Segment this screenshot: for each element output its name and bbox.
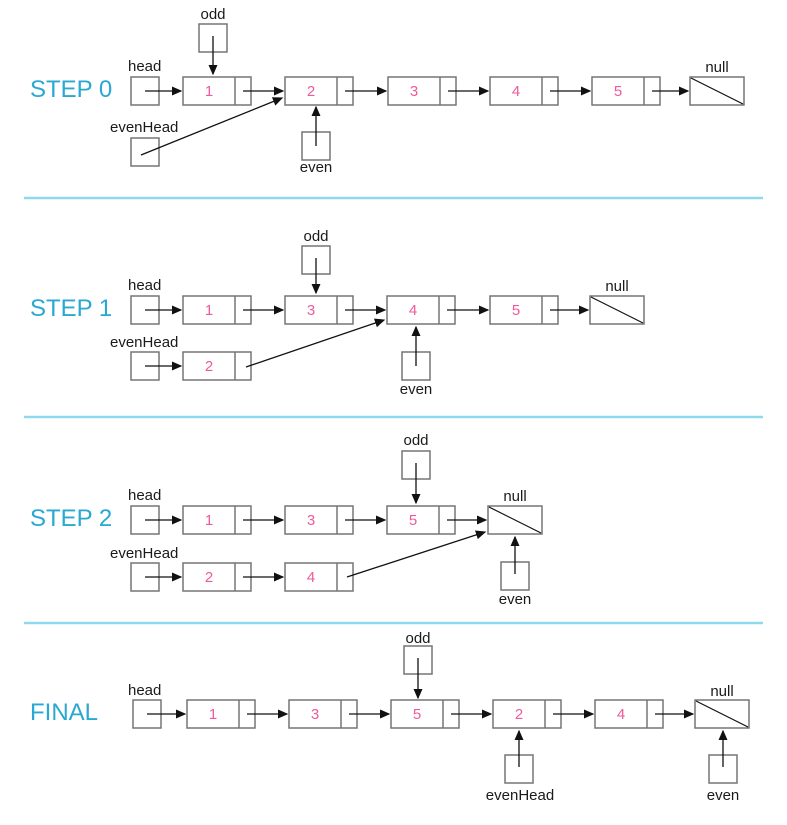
final-node4-value: 4 (617, 706, 625, 723)
step1-node1-value: 1 (205, 302, 213, 319)
step0-node3-value: 3 (410, 83, 418, 100)
final-null-label: null (710, 683, 733, 700)
final-node2-box (492, 699, 562, 729)
step1-arrow-node2-node4 (245, 318, 386, 368)
step1-label: STEP 1 (30, 295, 112, 322)
step0-head-label: head (128, 58, 161, 75)
step1-node1-box (182, 295, 252, 325)
step0-evenhead-label: evenHead (110, 119, 178, 136)
step2-node3-value: 3 (307, 512, 315, 529)
final-node2-value: 2 (515, 706, 523, 723)
step2-node3-box (284, 505, 354, 535)
step1-head-label: head (128, 277, 161, 294)
step0-section: STEP 0 head odd 1 2 3 4 5 null even (30, 6, 745, 176)
step2-node4-box (284, 562, 354, 592)
final-evenhead-label: evenHead (486, 787, 554, 804)
step2-section: STEP 2 head odd 1 3 5 null even evenHead… (30, 432, 543, 608)
step0-null-label: null (705, 59, 728, 76)
final-section: FINAL head odd 1 3 5 2 4 null evenHead (30, 630, 750, 804)
step2-evenhead-label: evenHead (110, 545, 178, 562)
step2-node2-box (182, 562, 252, 592)
step2-node2-value: 2 (205, 569, 213, 586)
step0-node1-value: 1 (205, 83, 213, 100)
step2-node5-box (386, 505, 456, 535)
step0-even-label: even (300, 159, 333, 176)
step0-node2-box (284, 76, 354, 106)
final-null-slash (695, 700, 749, 728)
step0-node4-box (489, 76, 559, 106)
final-node5-box (390, 699, 460, 729)
step0-evenhead-pointer-arrow (140, 97, 284, 156)
step0-node5-value: 5 (614, 83, 622, 100)
step1-evenhead-label: evenHead (110, 334, 178, 351)
step2-node5-value: 5 (409, 512, 417, 529)
step0-odd-label: odd (200, 6, 225, 23)
step0-evenhead-box (130, 137, 160, 167)
step1-section: STEP 1 head odd 1 3 4 5 null even evenHe… (30, 228, 645, 398)
step2-node1-box (182, 505, 252, 535)
final-node3-box (288, 699, 358, 729)
step1-even-label: even (400, 381, 433, 398)
step2-arrow-node4-null (346, 530, 487, 578)
step1-node5-box (489, 295, 559, 325)
final-label: FINAL (30, 699, 98, 726)
step0-null-slash (690, 77, 744, 105)
step1-null-label: null (605, 278, 628, 295)
step2-even-label: even (499, 591, 532, 608)
step2-node4-value: 4 (307, 569, 315, 586)
step0-node2-value: 2 (307, 83, 315, 100)
final-node1-box (186, 699, 256, 729)
step1-node3-box (284, 295, 354, 325)
step0-node1-box (182, 76, 252, 106)
step1-node2-value: 2 (205, 358, 213, 375)
final-odd-label: odd (405, 630, 430, 647)
step2-head-label: head (128, 487, 161, 504)
step0-node5-box (591, 76, 661, 106)
step0-node3-box (387, 76, 457, 106)
step2-null-label: null (503, 488, 526, 505)
final-node1-value: 1 (209, 706, 217, 723)
step1-node5-value: 5 (512, 302, 520, 319)
step2-node1-value: 1 (205, 512, 213, 529)
final-head-label: head (128, 682, 161, 699)
step1-odd-label: odd (303, 228, 328, 245)
step1-node4-value: 4 (409, 302, 417, 319)
step1-node4-box (386, 295, 456, 325)
final-node4-box (594, 699, 664, 729)
final-node5-value: 5 (413, 706, 421, 723)
final-node3-value: 3 (311, 706, 319, 723)
step1-node3-value: 3 (307, 302, 315, 319)
step1-null-slash (590, 296, 644, 324)
step2-null-slash (488, 506, 542, 534)
step0-label: STEP 0 (30, 76, 112, 103)
final-even-label: even (707, 787, 740, 804)
step0-node4-value: 4 (512, 83, 520, 100)
step1-node2-box (182, 351, 252, 381)
step2-odd-label: odd (403, 432, 428, 449)
step2-label: STEP 2 (30, 505, 112, 532)
